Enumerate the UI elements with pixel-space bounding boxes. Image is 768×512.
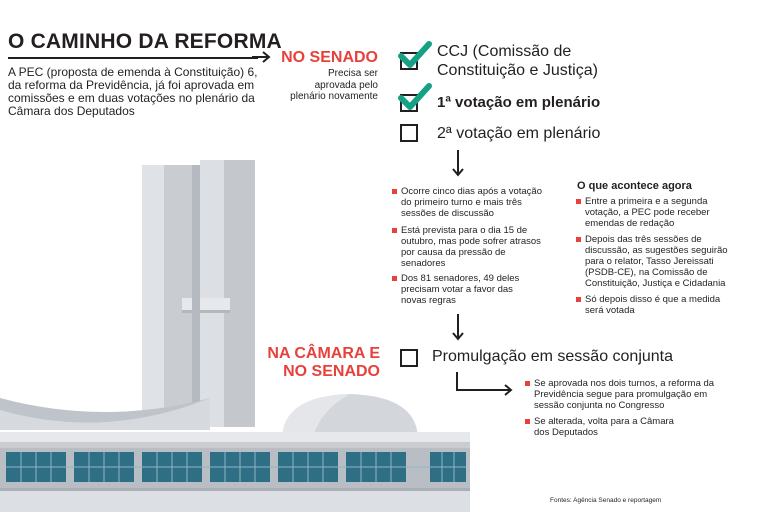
arrow-elbow-icon — [456, 372, 513, 396]
senado-note: Precisa ser aprovada pelo plenário novam… — [290, 68, 378, 102]
list-item: Ocorre cinco dias após a votação do prim… — [392, 186, 551, 219]
title-underline — [8, 57, 258, 59]
list-item: Se alterada, volta para a Câmara dos Dep… — [525, 416, 684, 438]
list-item: Está prevista para o dia 15 de outubro, … — [392, 225, 546, 269]
camara-heading-line2: NO SENADO — [283, 363, 380, 380]
step-checkbox-second-vote — [400, 124, 418, 142]
checkmark-icon — [398, 41, 432, 68]
page-title: O CAMINHO DA REFORMA — [8, 30, 282, 53]
step-label-second-vote: 2ª votação em plenário — [437, 125, 601, 142]
list-item: Depois das três sessões de discussão, as… — [576, 234, 735, 289]
list-item: Dos 81 senadores, 49 deles precisam vota… — [392, 273, 521, 306]
intro-text: A PEC (proposta de emenda à Constituição… — [8, 65, 258, 118]
step-label-first-vote: 1ª votação em plenário — [437, 94, 601, 111]
list-item: Entre a primeira e a segunda votação, a … — [576, 196, 735, 229]
step-label-promulgation: Promulgação em sessão conjunta — [432, 348, 674, 365]
congress-building-illustration — [0, 160, 470, 512]
list-item: Só depois disso é que a medida será vota… — [576, 294, 735, 316]
senado-heading: NO SENADO — [281, 49, 378, 66]
step-label-ccj: CCJ (Comissão de Constituição e Justiça) — [437, 43, 598, 79]
camara-heading-line1: NA CÂMARA E — [267, 345, 380, 362]
checkmark-icon — [398, 83, 432, 110]
arrow-down-icon — [452, 150, 464, 177]
source-note: Fontes: Agência Senado e reportagem — [550, 497, 662, 504]
step-checkbox-promulgation — [400, 349, 418, 367]
camara-heading: NA CÂMARA E NO SENADO — [262, 345, 380, 381]
arrow-right-icon — [252, 51, 271, 63]
now-title: O que acontece agora — [577, 180, 692, 192]
list-item: Se aprovada nos dois turnos, a reforma d… — [525, 378, 724, 411]
arrow-down-icon — [452, 314, 464, 341]
